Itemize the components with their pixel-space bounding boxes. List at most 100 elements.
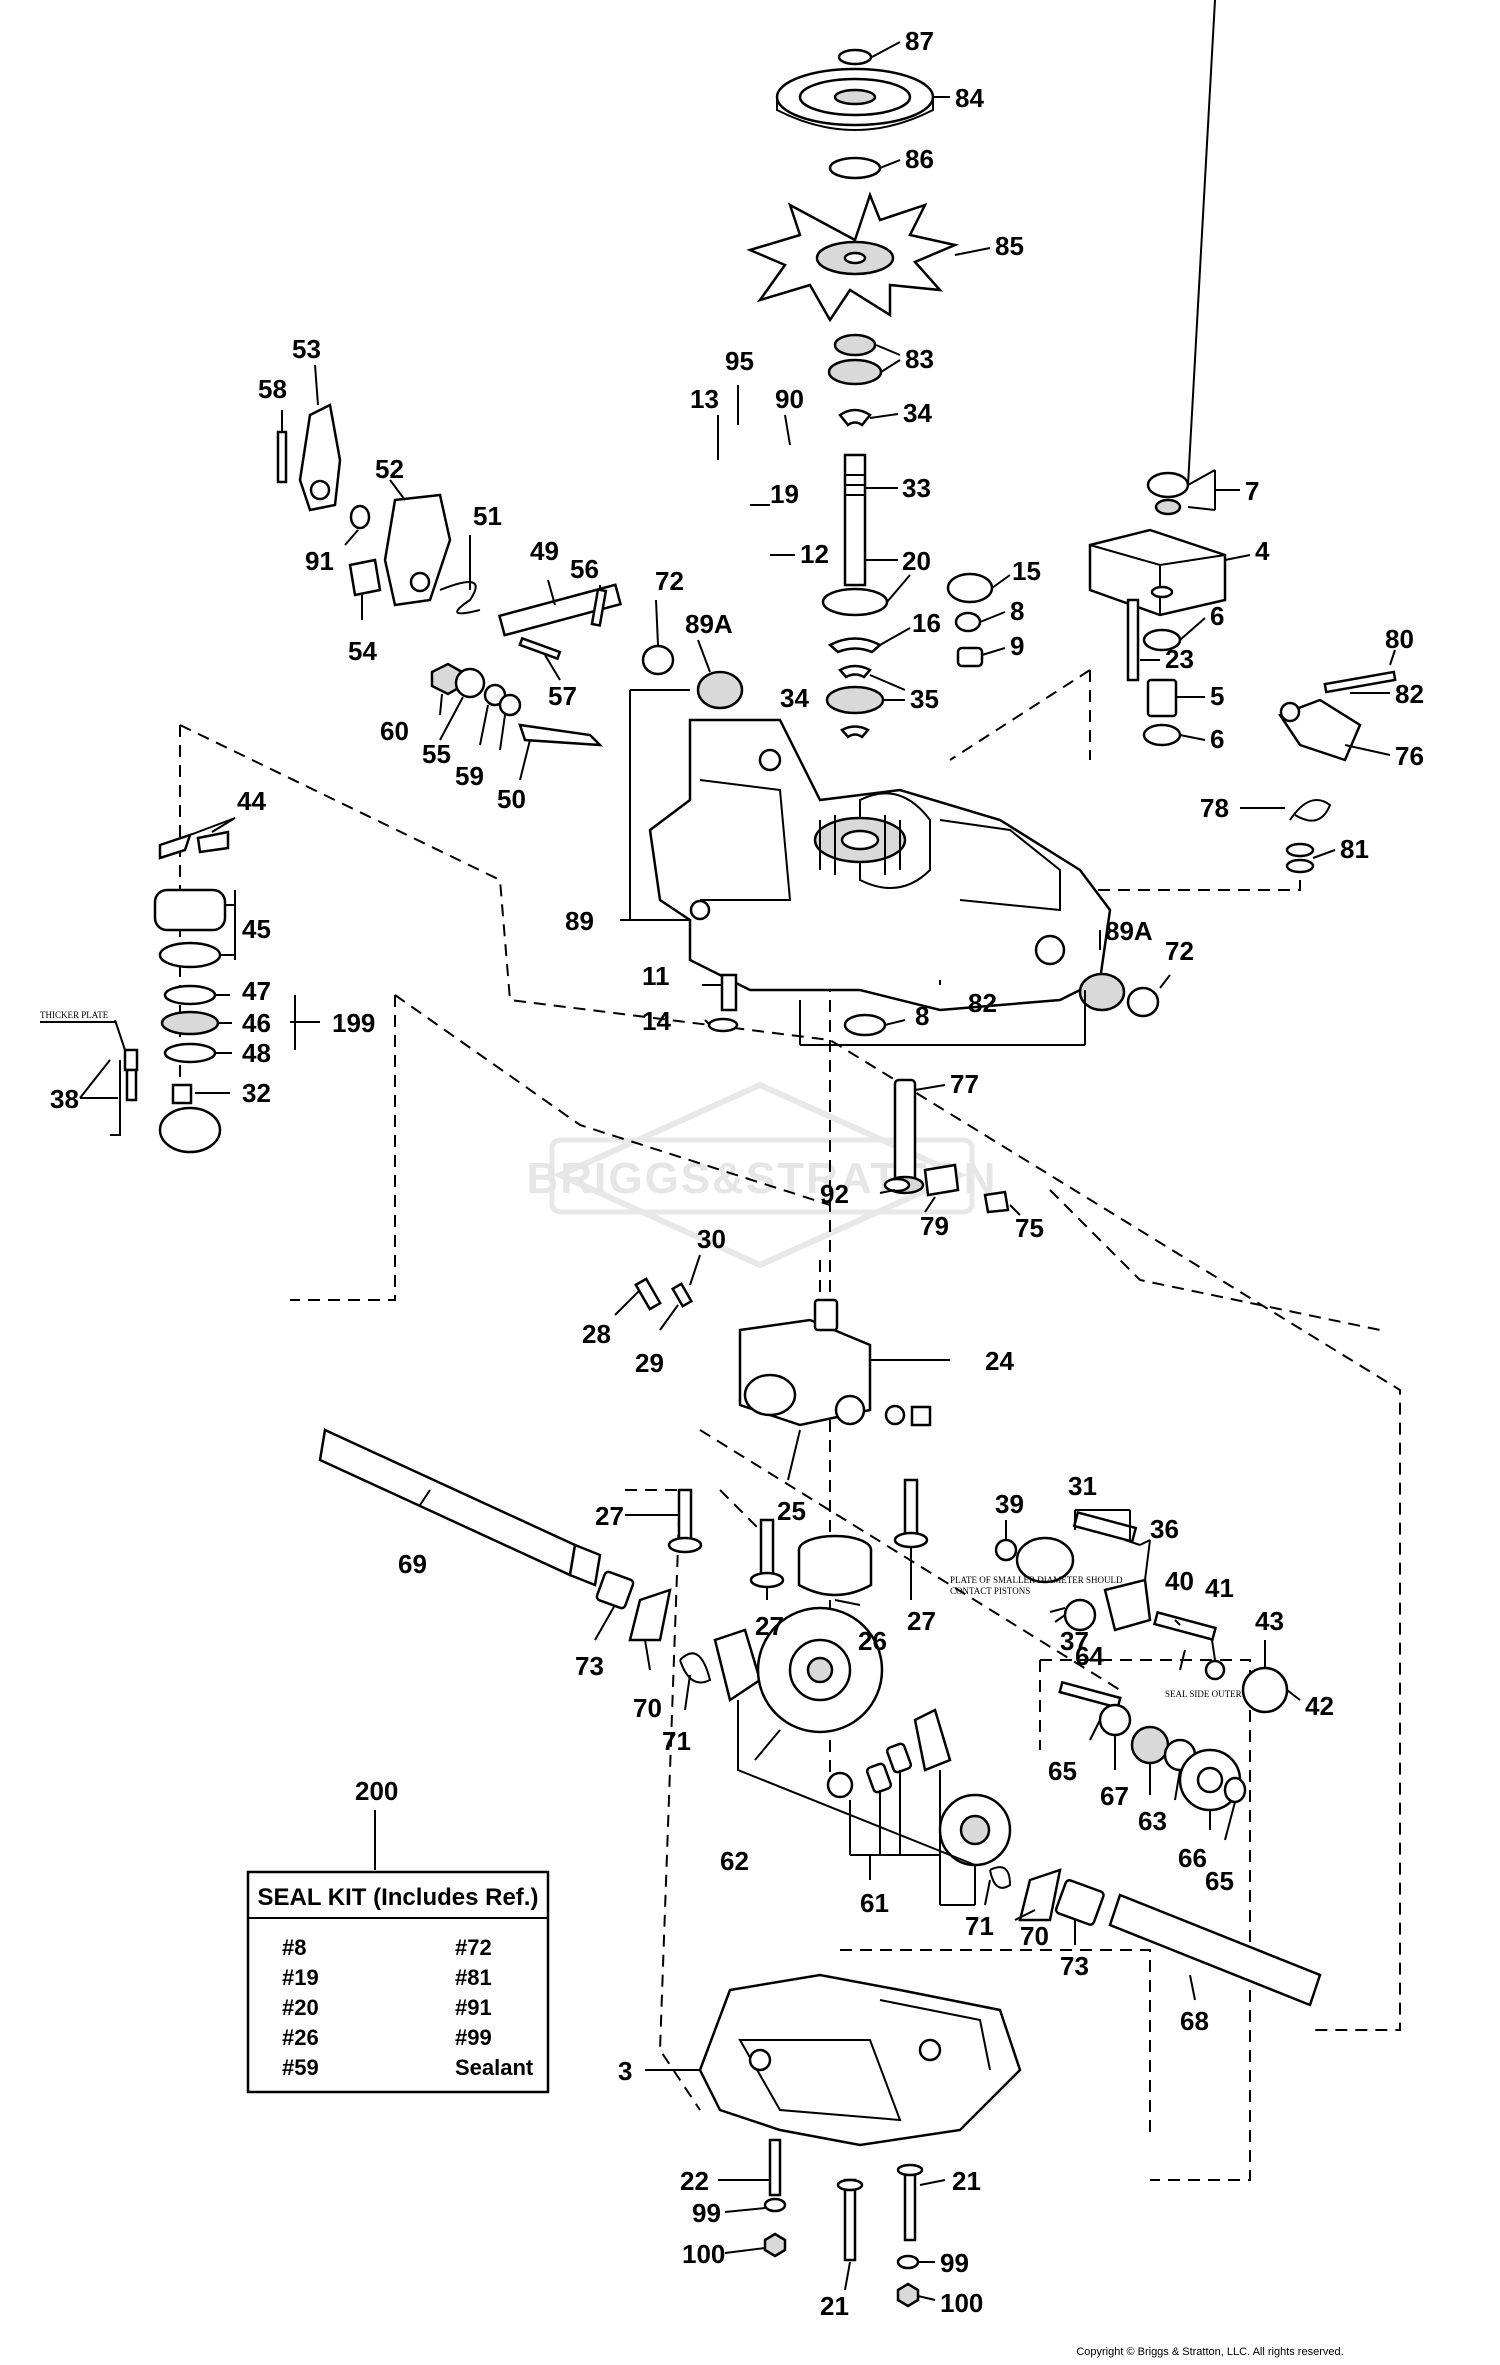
- callout-59: 59: [455, 761, 484, 791]
- callout-22: 22: [680, 2166, 709, 2196]
- seal-kit-left-5: #59: [282, 2055, 319, 2080]
- note-plate-smaller-1: PLATE OF SMALLER DIAMETER SHOULD: [950, 1575, 1123, 1585]
- seal-kit-right-1: #72: [455, 1935, 492, 1960]
- callout-28: 28: [582, 1319, 611, 1349]
- seal-kit-title: SEAL KIT (Includes Ref.): [258, 1884, 539, 1911]
- callout-81: 81: [1340, 834, 1369, 864]
- callout-labels: 87 84 86 85 83 95 13 90 34 19 33 12 20 1…: [50, 26, 1424, 2321]
- note-seal-side: SEAL SIDE OUTER: [1165, 1689, 1242, 1699]
- control-arm-assembly: [276, 403, 623, 661]
- callout-51: 51: [473, 501, 502, 531]
- note-plate-smaller-2: CONTACT PISTONS: [950, 1586, 1030, 1596]
- callout-100-right: 100: [940, 2288, 983, 2318]
- callout-47: 47: [242, 976, 271, 1006]
- callout-44: 44: [237, 786, 266, 816]
- plug-8-lower: [843, 1013, 887, 1037]
- seal-kit-right-2: #81: [455, 1965, 492, 1990]
- callout-46: 46: [242, 1008, 271, 1038]
- callout-65-left: 65: [1048, 1756, 1077, 1786]
- callout-35: 35: [910, 684, 939, 714]
- main-housing-89: [641, 644, 1160, 1018]
- center-section-24: [634, 1277, 932, 1427]
- callout-16: 16: [912, 608, 941, 638]
- callout-62: 62: [720, 1846, 749, 1876]
- spring-11-and-ring-14: [707, 973, 739, 1033]
- seal-kit-right-4: #99: [455, 2025, 492, 2050]
- callout-69: 69: [398, 1549, 427, 1579]
- callout-89A-upper: 89A: [685, 609, 733, 639]
- callout-21-right: 21: [952, 2166, 981, 2196]
- callout-89A-lower: 89A: [1105, 916, 1153, 946]
- callout-25: 25: [777, 1496, 806, 1526]
- callout-90: 90: [775, 384, 804, 414]
- callout-36: 36: [1150, 1514, 1179, 1544]
- callout-leader-lines: [79, 0, 1396, 2301]
- callout-86: 86: [905, 144, 934, 174]
- callout-53: 53: [292, 334, 321, 364]
- callout-56: 56: [570, 554, 599, 584]
- callout-34-upper: 34: [903, 398, 932, 428]
- callout-65-right: 65: [1205, 1866, 1234, 1896]
- callout-8-lower: 8: [915, 1001, 929, 1031]
- callout-39: 39: [995, 1489, 1024, 1519]
- differential-gears: [713, 1606, 1012, 1889]
- bushing-26: [797, 1534, 873, 1597]
- motor-parts-39-31-36: [994, 1510, 1289, 1812]
- shaft-77-block-79-75: [883, 1078, 1010, 1214]
- callout-8-upper: 8: [1010, 596, 1024, 626]
- seal-kit-left-3: #20: [282, 1995, 319, 2020]
- seal-parts-15-8-9: [946, 572, 994, 668]
- callout-72-upper: 72: [655, 566, 684, 596]
- assembly-notes: THICKER PLATE PLATE OF SMALLER DIAMETER …: [40, 1010, 1242, 1699]
- callout-48: 48: [242, 1038, 271, 1068]
- callout-13: 13: [690, 384, 719, 414]
- copyright-text: Copyright © Briggs & Stratton, LLC. All …: [1076, 2346, 1343, 2358]
- seal-kit-box: SEAL KIT (Includes Ref.) #8 #19 #20 #26 …: [246, 1870, 550, 2094]
- callout-37: 37: [1060, 1626, 1089, 1656]
- callout-61: 61: [860, 1888, 889, 1918]
- callout-7: 7: [1245, 476, 1259, 506]
- callout-57: 57: [548, 681, 577, 711]
- callout-77: 77: [950, 1069, 979, 1099]
- bottom-bolts: [763, 2138, 924, 2308]
- shaft-50-stack: [430, 662, 604, 747]
- callout-200: 200: [355, 1776, 398, 1806]
- axle-69-and-parts: [318, 1428, 712, 1684]
- callout-64: 64: [1075, 1641, 1104, 1671]
- callout-14: 14: [642, 1006, 671, 1036]
- callout-43: 43: [1255, 1606, 1284, 1636]
- callout-20: 20: [902, 546, 931, 576]
- callout-9: 9: [1010, 631, 1024, 661]
- callout-6-lower: 6: [1210, 724, 1224, 754]
- callout-95: 95: [725, 346, 754, 376]
- callout-73-right: 73: [1060, 1951, 1089, 1981]
- callout-99-left: 99: [692, 2198, 721, 2228]
- callout-54: 54: [348, 636, 377, 666]
- axle-68-and-parts: [1018, 1868, 1322, 2007]
- callout-34-lower: 34: [780, 683, 809, 713]
- callout-82-lower: 82: [968, 988, 997, 1018]
- callout-63: 63: [1138, 1806, 1167, 1836]
- callout-27-right: 27: [907, 1606, 936, 1636]
- seal-kit-right-3: #91: [455, 1995, 492, 2020]
- note-thicker-plate: THICKER PLATE: [40, 1010, 109, 1020]
- callout-21-bottom: 21: [820, 2291, 849, 2321]
- callout-45: 45: [242, 914, 271, 944]
- callout-76: 76: [1395, 741, 1424, 771]
- callout-67: 67: [1100, 1781, 1129, 1811]
- callout-72-lower: 72: [1165, 936, 1194, 966]
- callout-12: 12: [800, 539, 829, 569]
- callout-52: 52: [375, 454, 404, 484]
- seal-kit-left-2: #19: [282, 1965, 319, 1990]
- seal-kit-left-1: #8: [282, 1935, 306, 1960]
- lower-housing-3: [698, 1973, 1022, 2147]
- callout-75: 75: [1015, 1213, 1044, 1243]
- reservoir-assembly: [1088, 471, 1227, 747]
- callout-71-left: 71: [662, 1726, 691, 1756]
- callout-71-right: 71: [965, 1911, 994, 1941]
- callout-99-right: 99: [940, 2248, 969, 2278]
- callout-24: 24: [985, 1346, 1014, 1376]
- callout-49: 49: [530, 536, 559, 566]
- callout-80: 80: [1385, 624, 1414, 654]
- callout-91: 91: [305, 546, 334, 576]
